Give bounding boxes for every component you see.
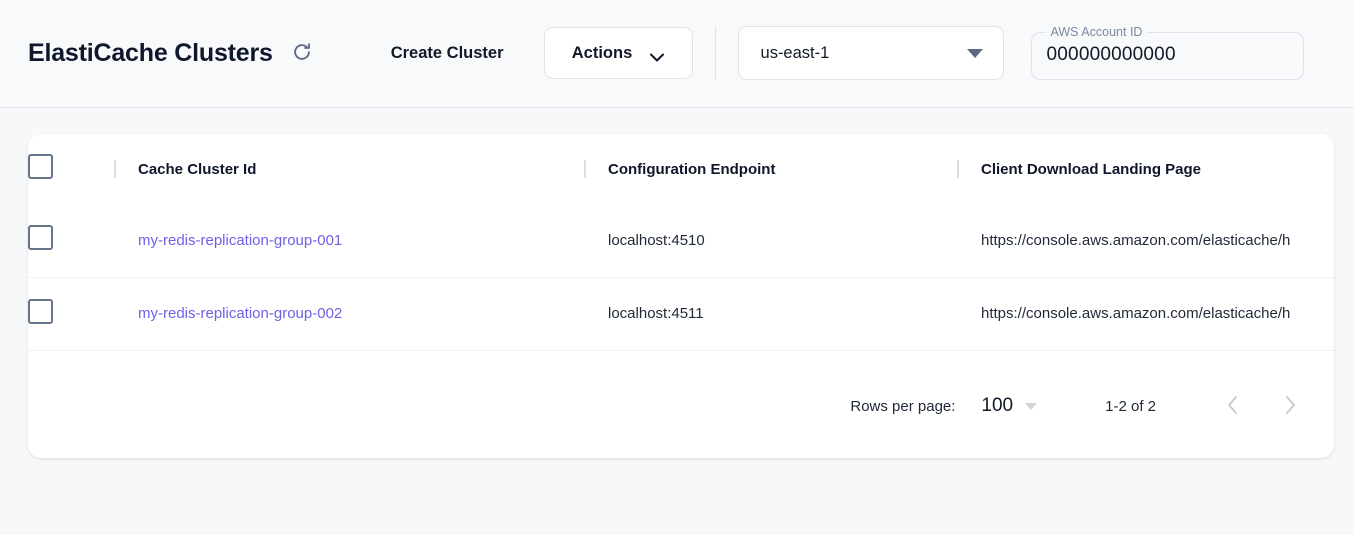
select-all-cell (28, 134, 114, 204)
cell-cache-cluster-id: my-redis-replication-group-001 (114, 204, 584, 277)
next-page-button[interactable] (1268, 384, 1312, 428)
page-title: ElastiCache Clusters (28, 38, 273, 67)
page-header: ElastiCache Clusters Create Cluster Acti… (0, 0, 1354, 108)
actions-button-label: Actions (571, 43, 633, 62)
rows-per-page-value[interactable]: 100 (981, 395, 1014, 416)
table-body: my-redis-replication-group-001 localhost… (28, 204, 1334, 350)
create-cluster-button[interactable]: Create Cluster (385, 36, 510, 71)
row-checkbox[interactable] (28, 298, 53, 324)
cell-client-download-landing-page: https://console.aws.amazon.com/elasticac… (957, 204, 1334, 277)
column-header-configuration-endpoint[interactable]: Configuration Endpoint (584, 134, 957, 204)
previous-page-button[interactable] (1210, 384, 1254, 428)
clusters-card: Cache Cluster Id Configuration Endpoint … (28, 134, 1334, 458)
refresh-button[interactable] (287, 38, 317, 68)
cluster-id-link[interactable]: my-redis-replication-group-001 (138, 231, 343, 249)
configuration-endpoint-value: localhost:4511 (608, 305, 704, 322)
column-header-label: Configuration Endpoint (608, 160, 776, 178)
rows-per-page-label: Rows per page: (850, 397, 956, 415)
chevron-right-icon (1282, 393, 1299, 420)
column-header-label: Cache Cluster Id (138, 160, 257, 178)
row-checkbox[interactable] (28, 225, 53, 251)
caret-down-icon (966, 48, 983, 58)
pagination-range-label: 1-2 of 2 (1105, 397, 1156, 415)
region-select-value: us-east-1 (760, 43, 830, 62)
table-row[interactable]: my-redis-replication-group-002 localhost… (28, 277, 1334, 350)
chevron-left-icon (1224, 393, 1241, 420)
column-separator (114, 160, 116, 178)
clusters-table: Cache Cluster Id Configuration Endpoint … (28, 134, 1334, 351)
select-all-checkbox[interactable] (28, 154, 53, 179)
aws-account-id-label: AWS Account ID (1050, 25, 1143, 39)
cluster-id-link[interactable]: my-redis-replication-group-002 (138, 305, 343, 322)
actions-button[interactable]: Actions (543, 27, 693, 79)
cell-cache-cluster-id: my-redis-replication-group-002 (114, 277, 584, 350)
column-header-label: Client Download Landing Page (981, 160, 1202, 178)
table-header-row: Cache Cluster Id Configuration Endpoint … (28, 134, 1334, 204)
table-header: Cache Cluster Id Configuration Endpoint … (28, 134, 1334, 204)
table-pagination: Rows per page: 100 1-2 of 2 (28, 354, 1334, 458)
cell-configuration-endpoint: localhost:4511 (584, 277, 957, 350)
cell-configuration-endpoint: localhost:4510 (584, 204, 957, 277)
header-divider (714, 26, 716, 80)
aws-account-id-value: 000000000000 (1046, 43, 1176, 65)
configuration-endpoint-value: localhost:4510 (608, 231, 705, 249)
column-separator (957, 160, 959, 178)
aws-account-id-field[interactable]: AWS Account ID 000000000000 (1030, 25, 1304, 80)
rows-per-page-caret-icon[interactable] (1025, 402, 1038, 410)
table-row[interactable]: my-redis-replication-group-001 localhost… (28, 204, 1334, 277)
client-download-landing-page-value: https://console.aws.amazon.com/elasticac… (981, 231, 1291, 249)
client-download-landing-page-value: https://console.aws.amazon.com/elasticac… (981, 305, 1291, 322)
column-separator (584, 160, 586, 178)
row-select-cell (28, 204, 114, 277)
column-header-client-download-landing-page[interactable]: Client Download Landing Page (957, 134, 1334, 204)
column-header-cache-cluster-id[interactable]: Cache Cluster Id (114, 134, 584, 204)
cell-client-download-landing-page: https://console.aws.amazon.com/elasticac… (957, 277, 1334, 350)
row-select-cell (28, 277, 114, 350)
chevron-down-icon (650, 49, 665, 61)
refresh-icon (291, 41, 313, 66)
region-select[interactable]: us-east-1 (737, 26, 1004, 80)
